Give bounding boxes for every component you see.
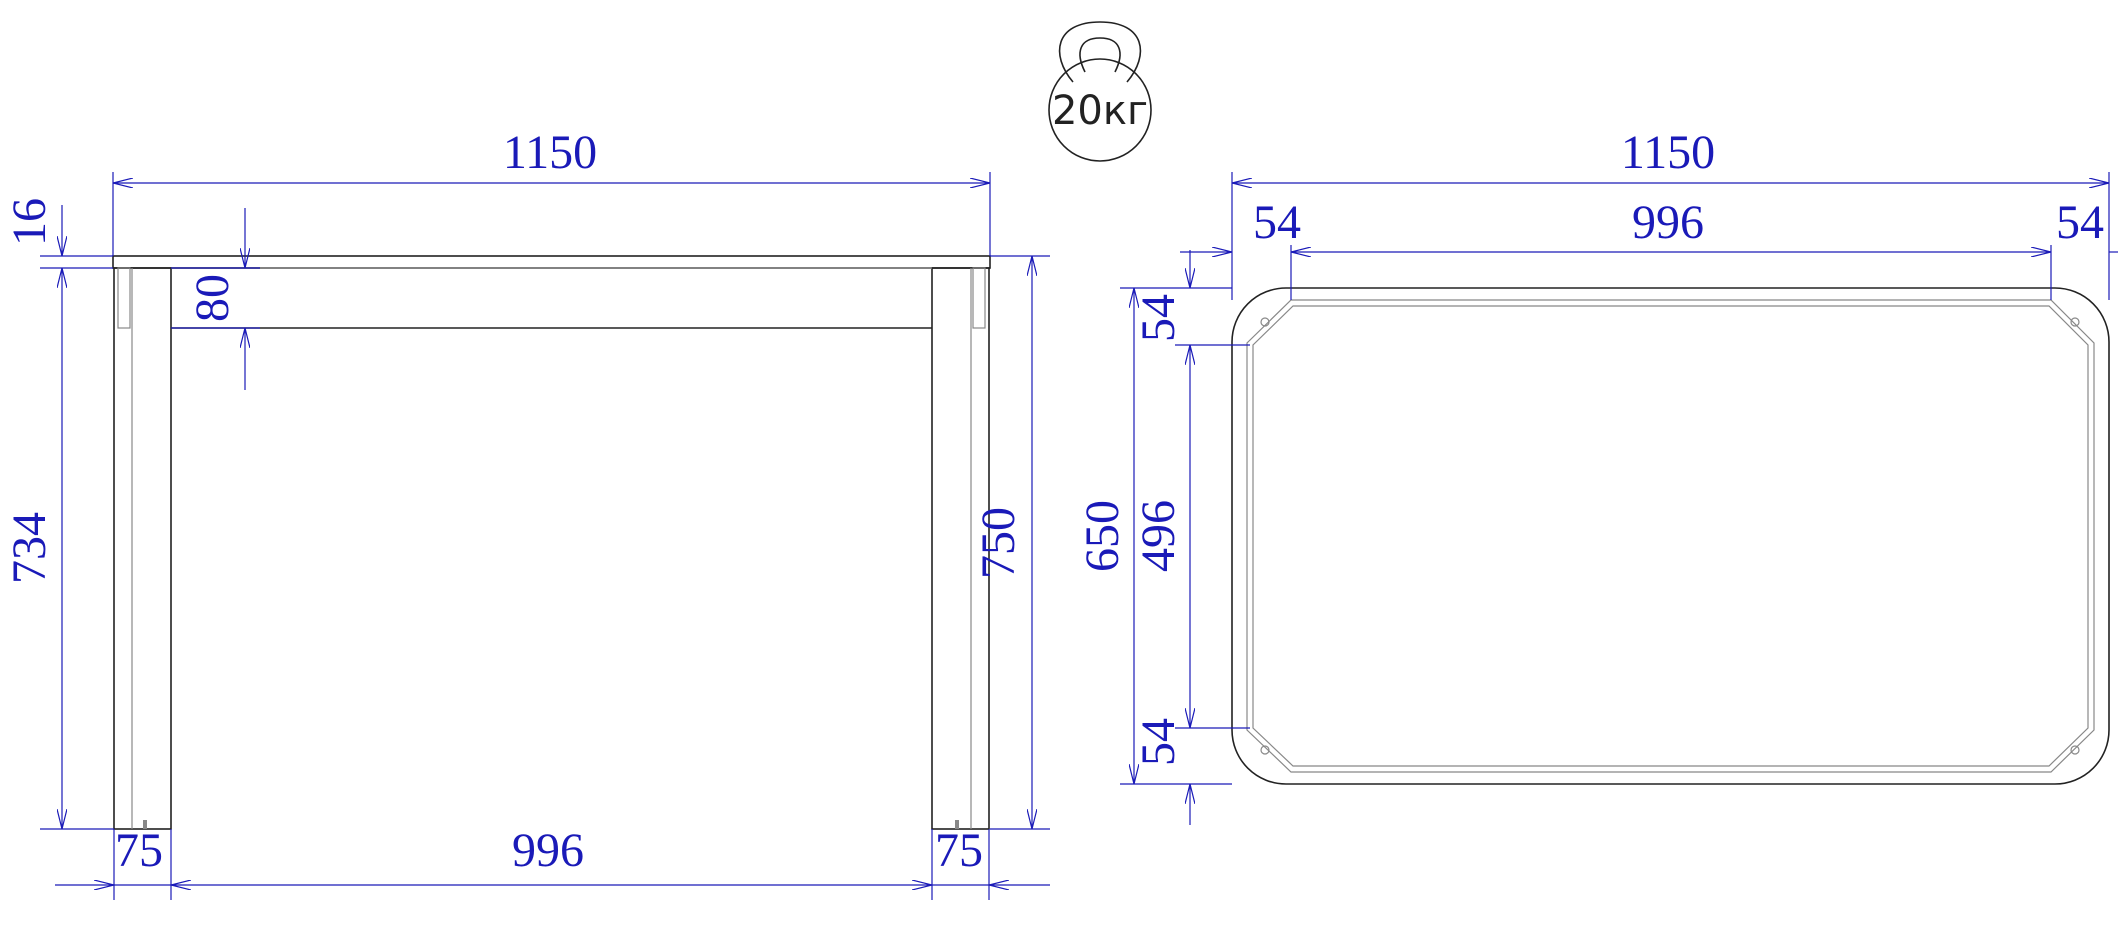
corner-screw-top-left xyxy=(1260,317,1270,327)
dim-front-inner-span: 996 xyxy=(512,824,584,877)
dim-front-total-height: 750 xyxy=(972,507,1025,579)
front-view: 1150 16 734 80 750 75 996 75 xyxy=(3,126,1050,900)
right-leg xyxy=(931,267,990,830)
right-leg-bracket xyxy=(972,267,986,329)
dim-top-inner-width: 996 xyxy=(1632,196,1704,249)
dim-top-left-corner: 54 xyxy=(1253,196,1301,249)
frame-inner-outline xyxy=(1246,299,2095,773)
dim-front-leg-height: 734 xyxy=(3,512,56,584)
corner-screw-bottom-right xyxy=(2070,745,2080,755)
kettlebell-handle xyxy=(1058,21,1142,83)
top-view: 1150 54 996 54 650 54 496 54 xyxy=(1076,126,2118,825)
dim-front-apron-height: 80 xyxy=(186,274,239,322)
dim-front-overall-width: 1150 xyxy=(503,126,597,179)
dim-top-right-corner: 54 xyxy=(2056,196,2104,249)
dim-front-right-leg-width: 75 xyxy=(935,824,983,877)
dim-top-inner-depth: 496 xyxy=(1132,500,1185,572)
kettlebell-handle-inner xyxy=(1079,37,1121,73)
right-foot-marker xyxy=(955,820,959,829)
frame-inner-outline-2 xyxy=(1252,305,2089,767)
dim-front-left-leg-width: 75 xyxy=(115,824,163,877)
weight-label: 20кг xyxy=(1052,88,1148,134)
weight-badge: 20кг xyxy=(1048,21,1152,162)
left-leg xyxy=(113,267,172,830)
dim-top-top-corner: 54 xyxy=(1132,294,1185,342)
dim-front-top-thickness: 16 xyxy=(3,198,56,246)
tabletop-plan-outer xyxy=(1231,287,2110,785)
kettlebell-body xyxy=(1048,58,1152,162)
corner-screw-bottom-left xyxy=(1260,745,1270,755)
left-foot-marker xyxy=(143,820,147,829)
dim-top-bottom-corner: 54 xyxy=(1132,718,1185,766)
dim-top-overall-width: 1150 xyxy=(1621,126,1715,179)
left-leg-bracket xyxy=(117,267,131,329)
corner-screw-top-right xyxy=(2070,317,2080,327)
dim-top-overall-depth: 650 xyxy=(1076,500,1129,572)
